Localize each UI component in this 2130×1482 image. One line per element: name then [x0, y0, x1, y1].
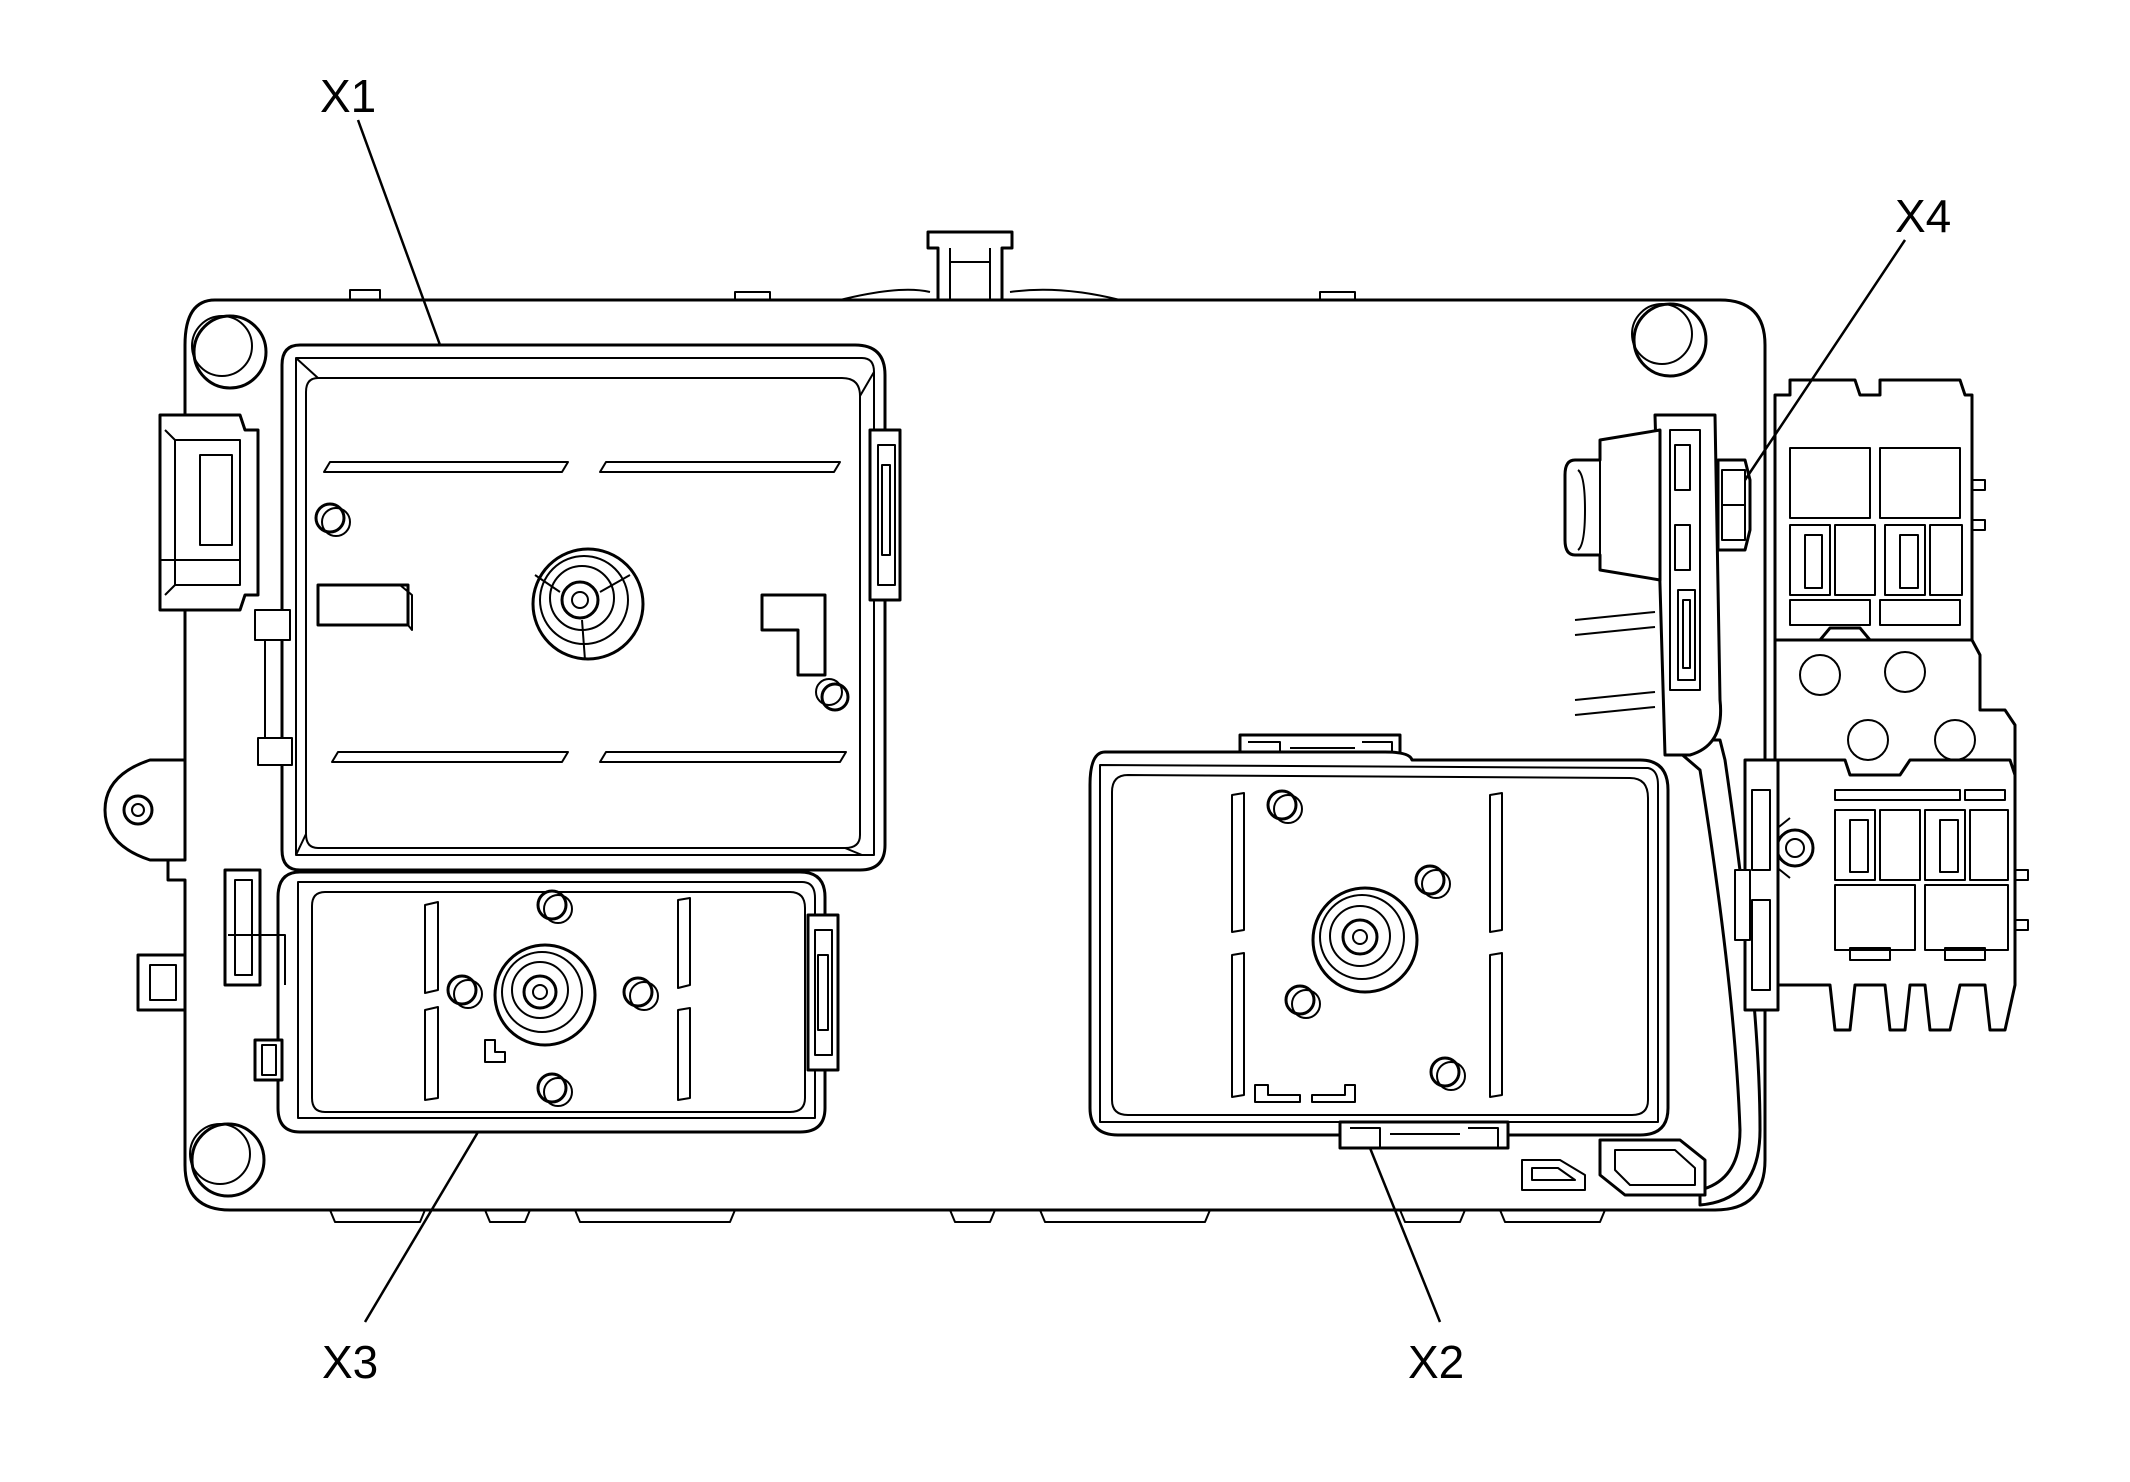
connector-x3	[223, 868, 840, 1134]
label-x2: X2	[1408, 1336, 1464, 1388]
label-x4: X4	[1895, 190, 1951, 242]
leader-x4	[1743, 239, 1907, 481]
leader-x1	[356, 119, 442, 346]
leader-x2	[1368, 1147, 1442, 1323]
callout-labels: X1 X4 X3 X2	[320, 70, 1951, 1388]
connector-x1	[254, 343, 902, 872]
connector-x2	[1088, 733, 1670, 1150]
left-latch-clip	[158, 413, 260, 612]
leader-lines	[356, 119, 1907, 1323]
label-x3: X3	[322, 1336, 378, 1388]
label-x1: X1	[320, 70, 376, 122]
corner-bosses	[189, 302, 1708, 1198]
connector-x4-area	[1521, 378, 2029, 1207]
leader-x3	[363, 1131, 480, 1323]
